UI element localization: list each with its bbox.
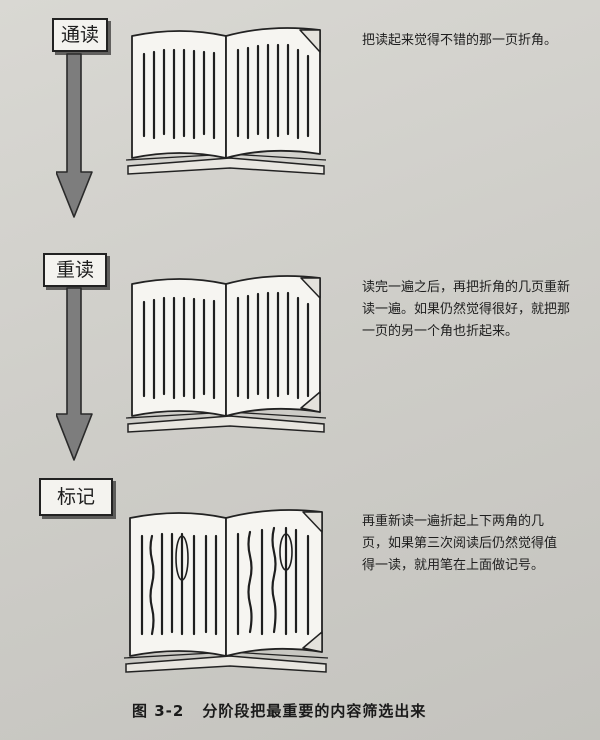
stage-description-mark: 再重新读一遍折起上下两角的几页，如果第三次阅读后仍然觉得值得一读，就用笔在上面做… bbox=[362, 514, 558, 573]
stage-label-read-through: 通读 bbox=[52, 18, 108, 52]
down-arrow-icon bbox=[56, 53, 93, 218]
figure-number: 图 3-2 bbox=[132, 702, 185, 720]
stage-label-reread: 重读 bbox=[43, 253, 107, 287]
stage-label-mark: 标记 bbox=[39, 478, 113, 516]
stage-description-read-through: 把读起来觉得不错的那一页折角。 bbox=[362, 33, 558, 48]
stage-description-reread: 读完一遍之后，再把折角的几页重新读一遍。如果仍然觉得很好，就把那一页的另一个角也… bbox=[362, 280, 571, 339]
down-arrow-icon bbox=[56, 287, 93, 461]
figure-title: 分阶段把最重要的内容筛选出来 bbox=[202, 702, 427, 720]
figure-caption: 图 3-2 分阶段把最重要的内容筛选出来 bbox=[132, 700, 426, 721]
open-book-two-corners-folded bbox=[125, 275, 327, 433]
open-book-marked-with-pen bbox=[123, 509, 329, 673]
open-book-one-corner-folded bbox=[125, 27, 327, 175]
pen-mark-circles bbox=[175, 533, 293, 581]
